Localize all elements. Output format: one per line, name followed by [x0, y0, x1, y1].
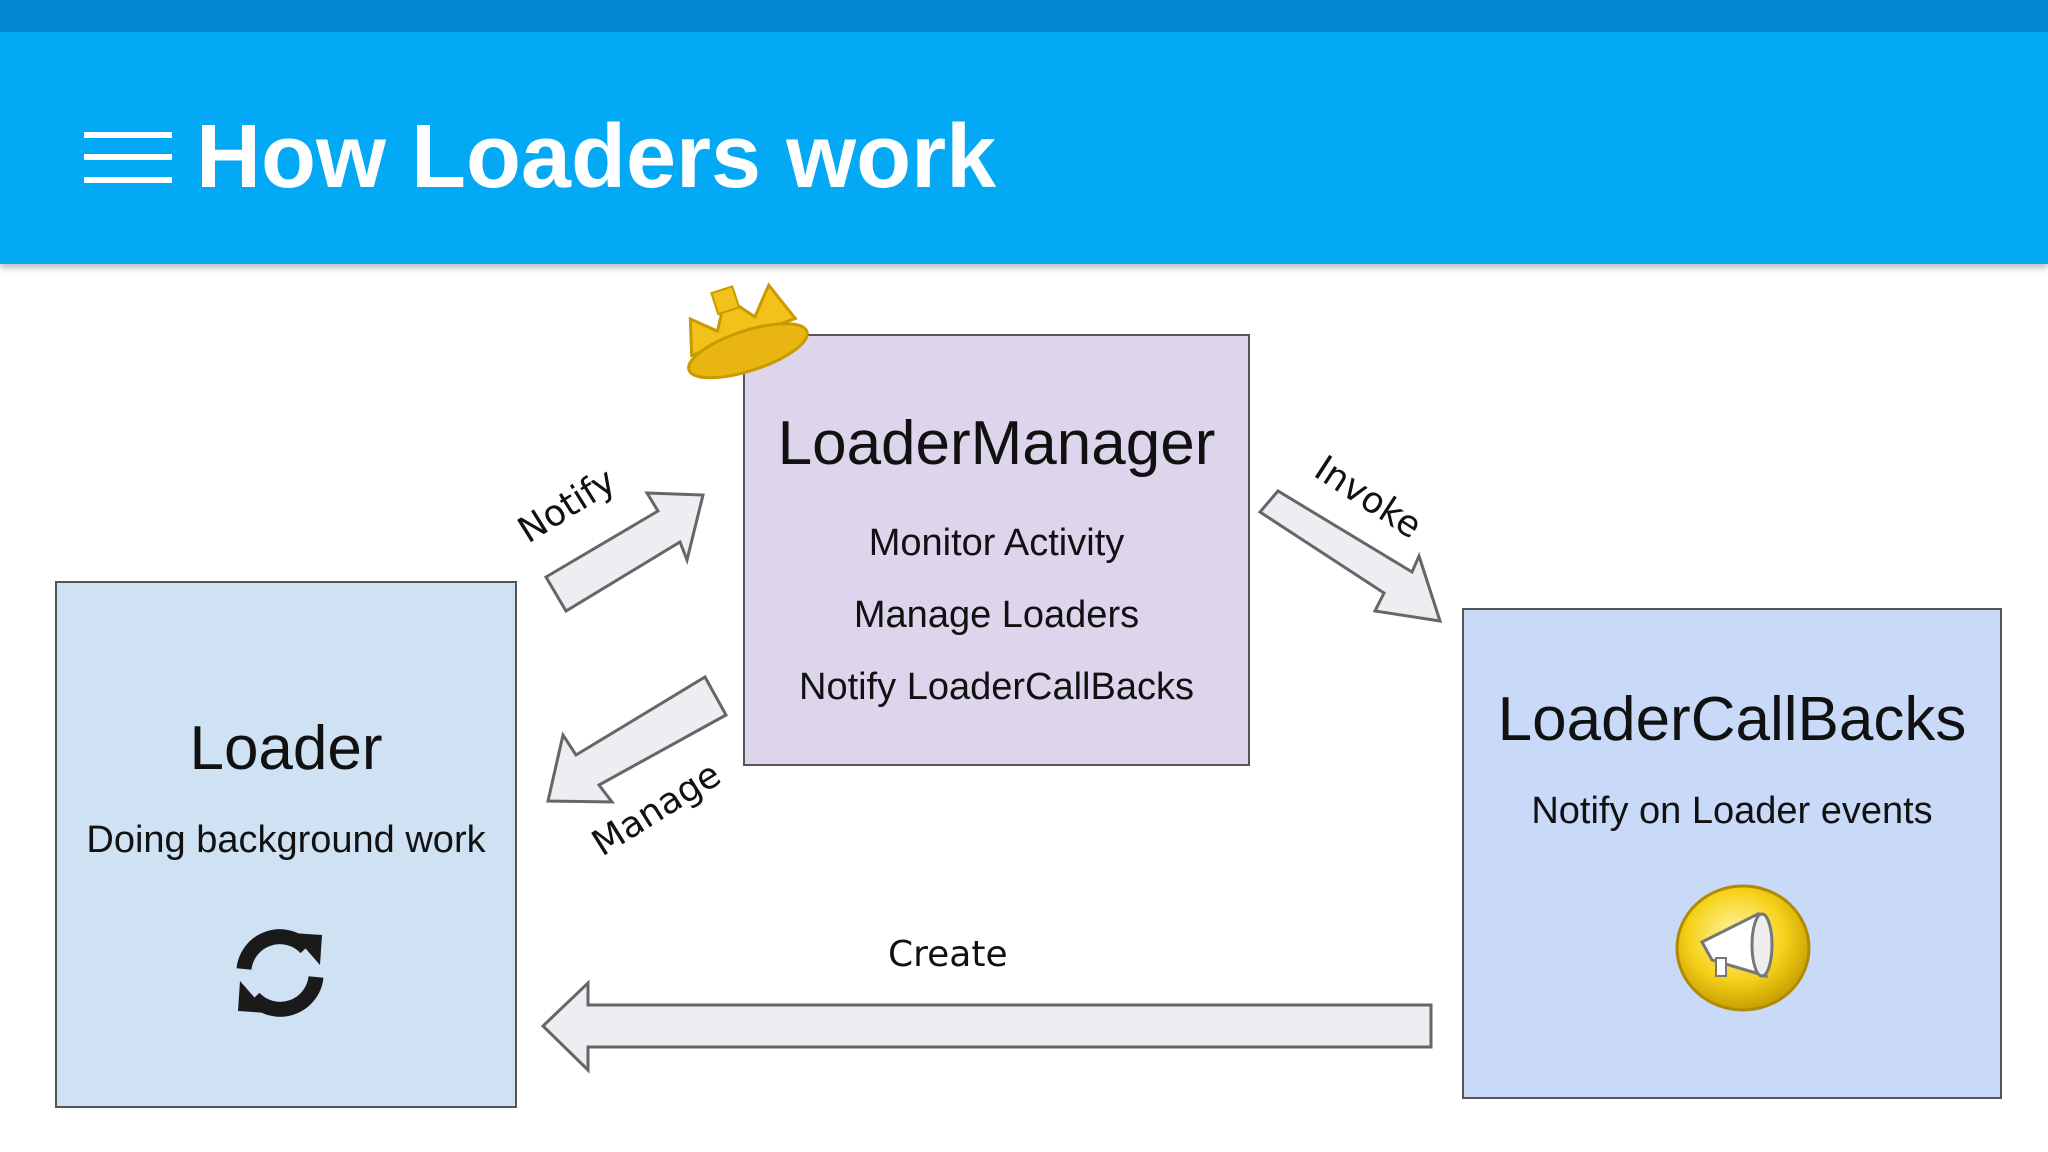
loader-manager-line: Monitor Activity: [868, 522, 1125, 564]
crown-icon: [687, 282, 809, 380]
loader-manager-line: Manage Loaders: [853, 594, 1140, 636]
loader-line: Doing background work: [86, 819, 486, 861]
notify-arrow-label: Notify: [511, 460, 623, 551]
loader-callbacks-title: LoaderCallBacks: [1497, 685, 1967, 754]
megaphone-icon: [1675, 884, 1811, 1012]
create-arrow-label: Create: [888, 934, 1008, 975]
loader-callbacks-box: LoaderCallBacks Notify on Loader events: [1462, 608, 2002, 1099]
loader-box: Loader Doing background work: [55, 581, 517, 1108]
create-arrow: [540, 979, 1433, 1074]
loader-callbacks-line: Notify on Loader events: [1531, 790, 1933, 832]
loader-manager-title: LoaderManager: [777, 409, 1216, 478]
refresh-icon: [236, 929, 324, 1017]
hamburger-menu-icon[interactable]: [84, 132, 172, 184]
loader-title: Loader: [189, 714, 383, 783]
slide-title: How Loaders work: [196, 107, 997, 207]
invoke-arrow: [1257, 489, 1443, 623]
loader-manager-line: Notify LoaderCallBacks: [799, 666, 1194, 708]
loader-manager-box: LoaderManager Monitor Activity Manage Lo…: [743, 334, 1250, 766]
slide-header: How Loaders work: [0, 32, 2048, 264]
top-strip: [0, 0, 2048, 32]
manage-arrow: [546, 674, 729, 804]
notify-arrow: [543, 491, 705, 614]
